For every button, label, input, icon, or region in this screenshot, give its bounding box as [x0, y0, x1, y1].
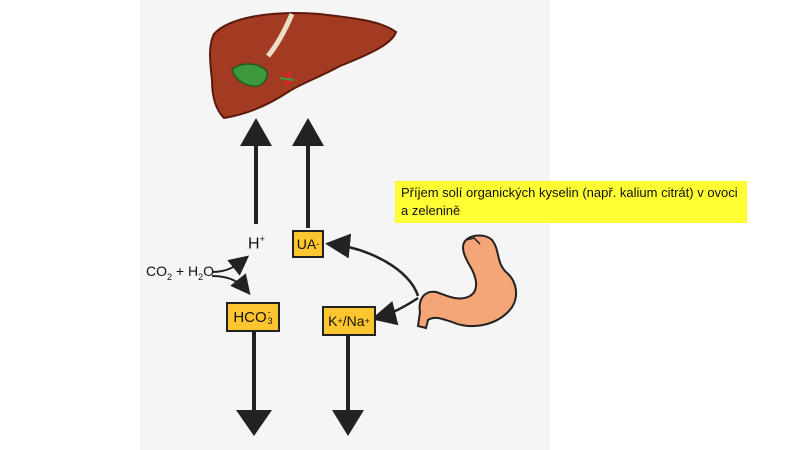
- intake-note: Příjem solí organických kyselin (např. k…: [395, 181, 747, 223]
- co2-sub: 2: [167, 271, 173, 282]
- hco3-text: HCO: [233, 308, 267, 326]
- arrow-down-right: [332, 336, 364, 436]
- hco3-sup: -: [267, 307, 271, 317]
- o-text: O: [203, 263, 214, 279]
- k-na-box: K+/Na+: [322, 306, 376, 336]
- reaction-arrows: [211, 255, 251, 296]
- h2o-sub: 2: [198, 271, 204, 282]
- ua-box: UA-: [292, 230, 324, 258]
- h-text: H: [248, 235, 260, 253]
- ua-sup: -: [316, 239, 320, 249]
- hco3-box: HCO-3: [226, 302, 280, 332]
- arrow-up-right: [292, 118, 324, 228]
- stomach-arrows: [325, 233, 420, 326]
- co2-h2o-label: CO2 + H2O: [146, 263, 214, 282]
- h-sup: +: [259, 234, 265, 244]
- stomach-icon: [416, 234, 517, 330]
- hco3-sub: 3: [267, 316, 273, 326]
- co2-text: CO: [146, 263, 167, 279]
- arrow-down-left: [236, 332, 272, 436]
- liver-icon: [209, 11, 398, 120]
- diagram-background: [140, 0, 550, 450]
- na-text: /Na: [342, 313, 365, 329]
- ua-text: UA: [296, 236, 317, 252]
- plus-h-text: + H: [172, 263, 199, 279]
- k-sup: +: [337, 316, 343, 326]
- na-sup: +: [364, 316, 370, 326]
- arrow-up-left: [240, 118, 272, 224]
- k-text: K: [328, 313, 338, 329]
- h-plus-label: H+: [248, 234, 265, 253]
